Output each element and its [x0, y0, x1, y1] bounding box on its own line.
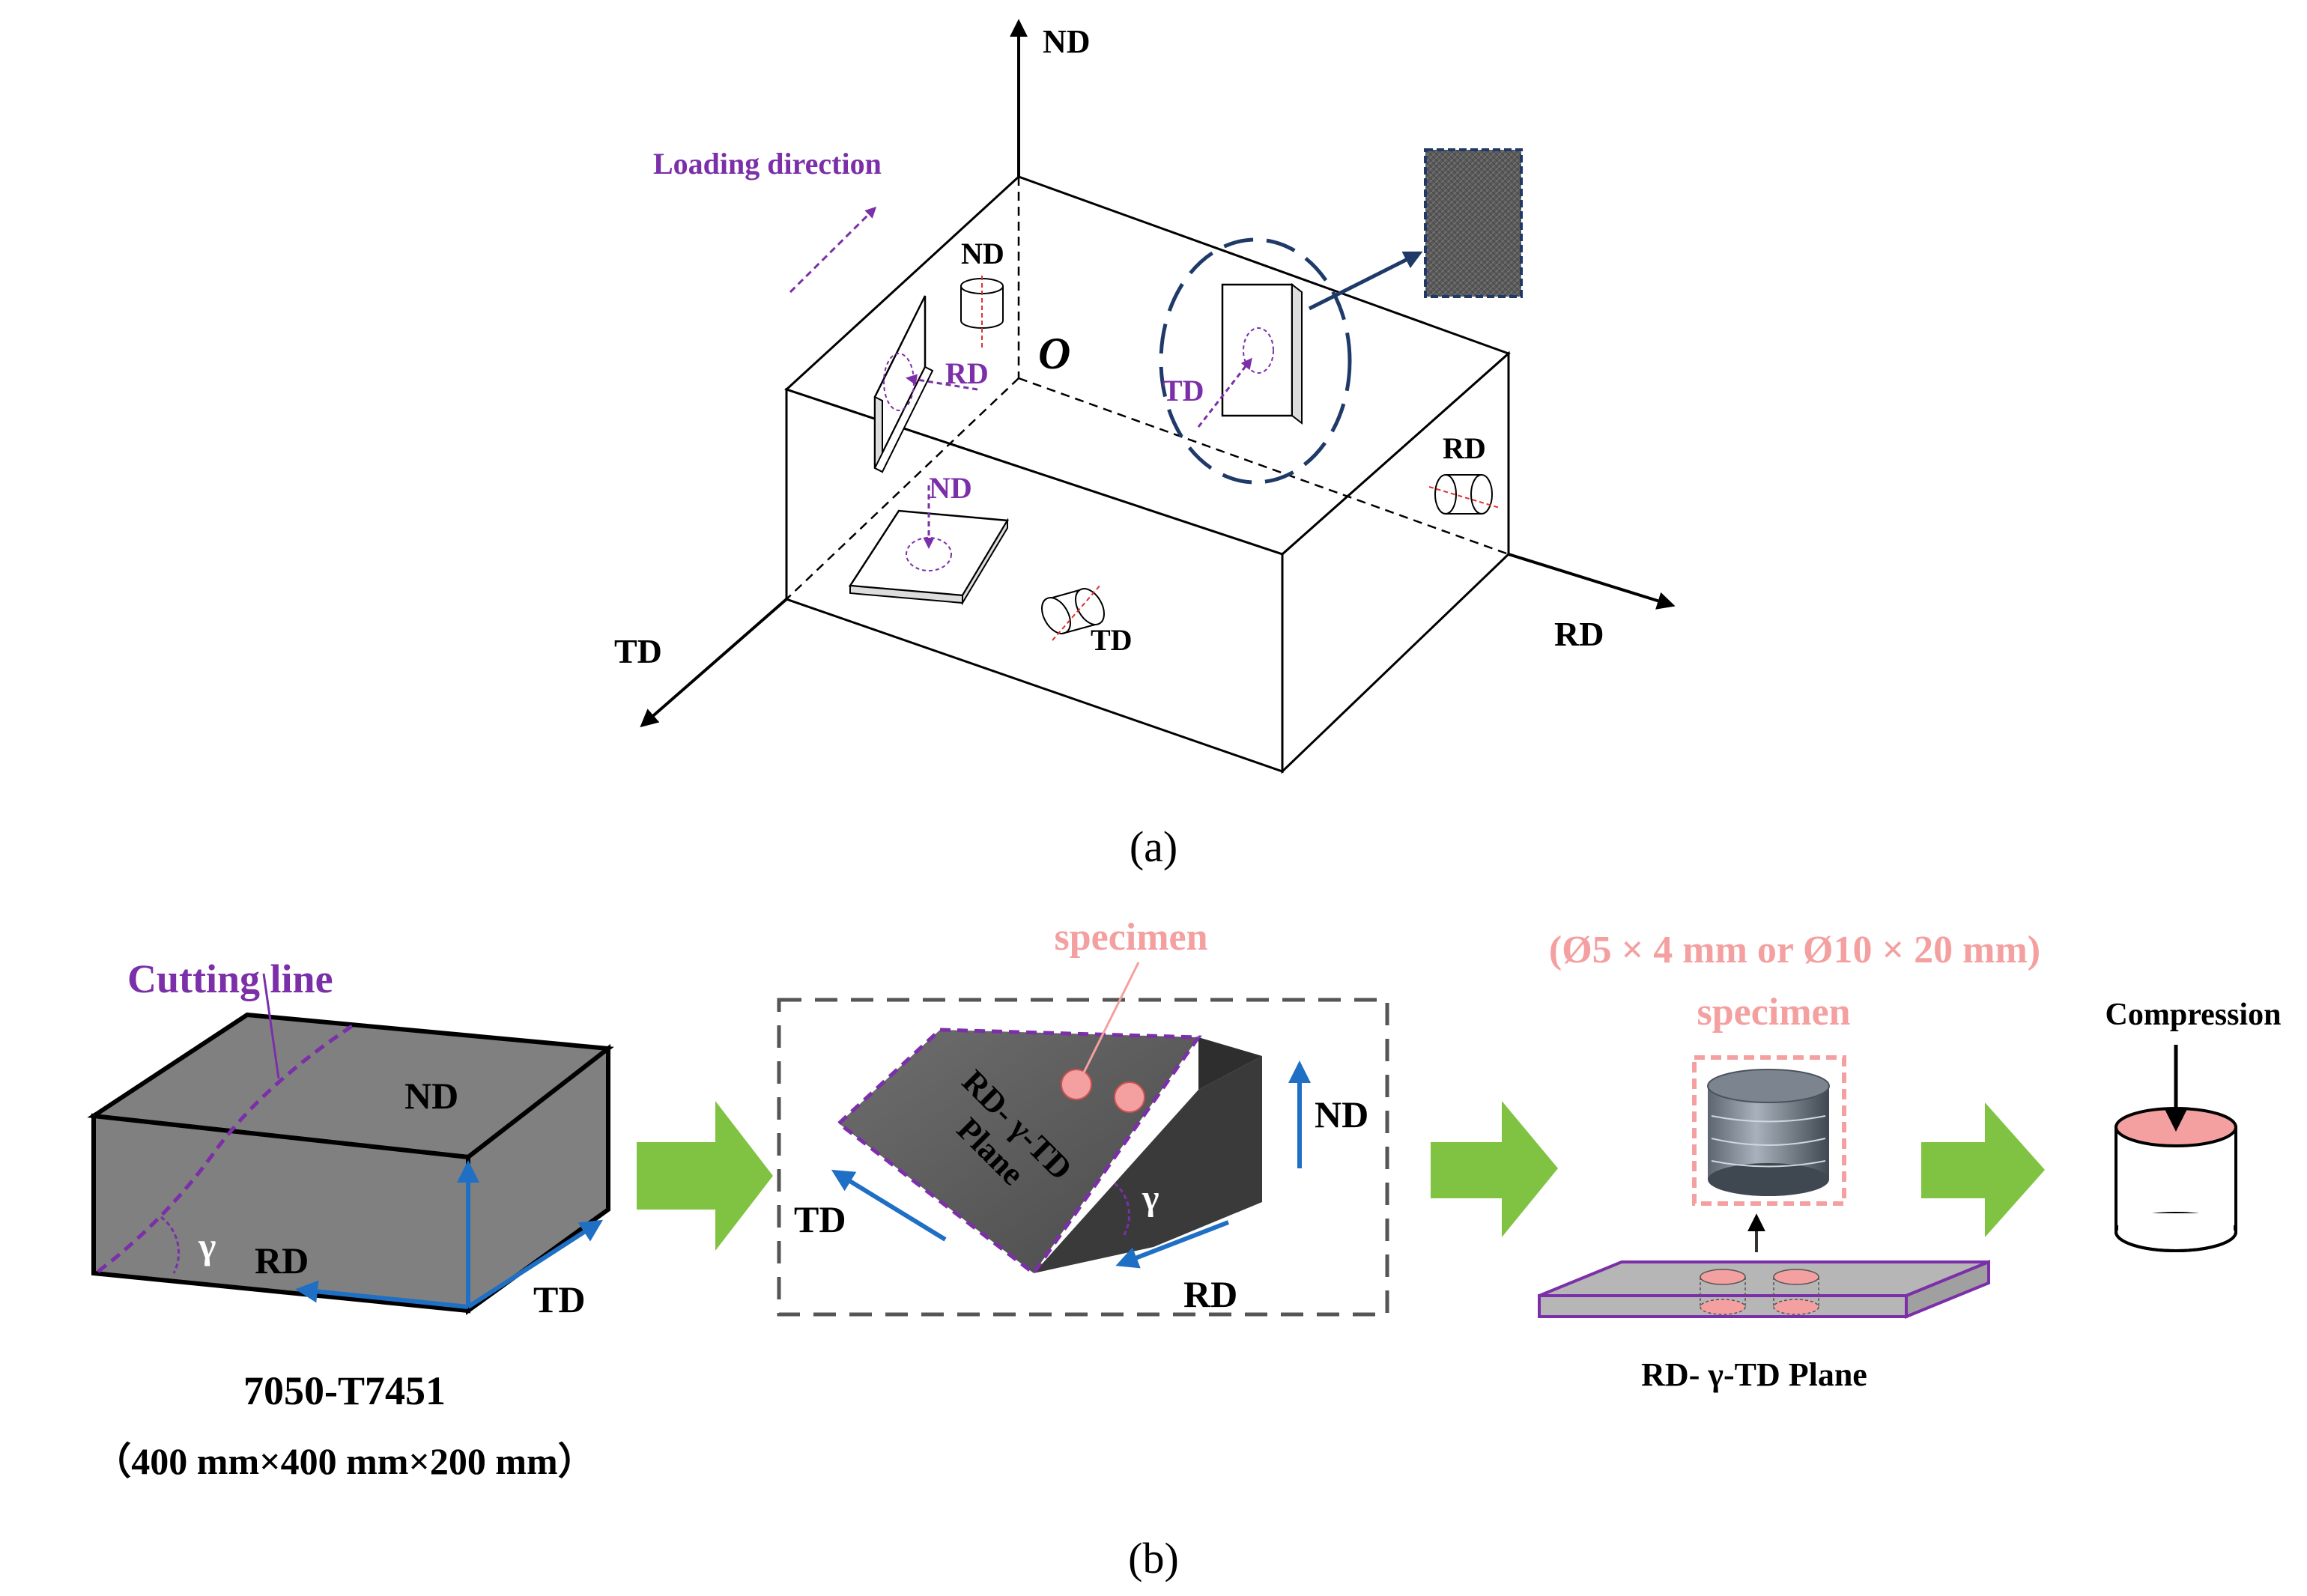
- loading-direction-arrow: [789, 206, 877, 294]
- specimen-plate: [1538, 1260, 1990, 1319]
- nd-axis-label: ND: [1043, 23, 1091, 60]
- plate-label: RD- γ-TD Plane: [1641, 1356, 1867, 1393]
- specimen-dims-label: (Ø5 × 4 mm or Ø10 × 20 mm): [1549, 929, 2040, 971]
- wedge-inclined-plane: [839, 1030, 1198, 1273]
- plane-dashed-outline: [836, 1028, 1202, 1276]
- process-arrow-1: [637, 1101, 773, 1251]
- process-arrow-3: [1921, 1102, 2045, 1237]
- wedge-rd-arrow: [1115, 1220, 1230, 1269]
- nd-cylinder: [960, 276, 1004, 348]
- block-td-arrow: [467, 1219, 604, 1309]
- block-rd-arrow: [295, 1280, 469, 1309]
- hidden-edge-rd: [1018, 377, 1509, 556]
- gamma-block: γ: [198, 1225, 216, 1266]
- caption-a: (a): [1130, 822, 1177, 871]
- td-axis-label: TD: [614, 632, 662, 670]
- wedge-nd-label: ND: [1315, 1093, 1368, 1135]
- gamma-arc-block: [160, 1216, 181, 1274]
- specimen-dot-1: [1061, 1069, 1092, 1100]
- specimen-label-right: specimen: [1697, 991, 1850, 1034]
- block-nd-label: ND: [404, 1075, 458, 1117]
- specimen-pointer: [1082, 962, 1140, 1073]
- wedge-side-face: [1034, 1056, 1262, 1273]
- gamma-wedge: γ: [1142, 1178, 1159, 1218]
- rd-plate-left: [873, 295, 978, 473]
- nd-plate-label: ND: [929, 471, 972, 505]
- rd-axis-label: RD: [1554, 615, 1604, 653]
- specimen-label-top: specimen: [1054, 916, 1207, 959]
- caption-b: (b): [1128, 1534, 1179, 1583]
- alloy-label: 7050-T7451: [243, 1368, 446, 1413]
- panel-a: ND TD RD O Loading direction ND RD: [614, 19, 1676, 871]
- wedge-td-arrow: [831, 1169, 947, 1242]
- rd-plate-label: RD: [945, 356, 989, 390]
- hidden-edge-td: [786, 377, 1019, 600]
- compression-label: Compression: [2106, 998, 2282, 1032]
- block-rd-label: RD: [255, 1240, 309, 1281]
- wedge-td-label: TD: [794, 1198, 846, 1240]
- texture-sample-image: [1424, 148, 1523, 298]
- process-arrow-2: [1431, 1101, 1558, 1237]
- nd-cylinder-label: ND: [961, 237, 1004, 270]
- td-plate-label: TD: [1162, 374, 1204, 407]
- td-plate-right: [1197, 282, 1303, 428]
- compression-cylinder: [2115, 1107, 2237, 1252]
- td-cylinder: [1041, 583, 1105, 641]
- specimen-photo: [1707, 1069, 1830, 1196]
- cutting-line-pointer: [262, 973, 280, 1079]
- zoom-arrow: [1308, 251, 1423, 311]
- td-cylinder-label: TD: [1091, 623, 1133, 657]
- specimen-dot-2: [1114, 1081, 1145, 1113]
- highlight-circle: [1159, 237, 1352, 485]
- block-td-label: TD: [533, 1278, 585, 1320]
- rd-cylinder-label: RD: [1443, 431, 1486, 465]
- rd-cylinder: [1428, 474, 1500, 515]
- rd-axis-arrow: [1508, 553, 1676, 610]
- wedge-rd-label: RD: [1183, 1273, 1237, 1315]
- wedge-top-edge: [1198, 1037, 1262, 1090]
- loading-direction-label: Loading direction: [653, 147, 882, 180]
- panel-b: Cutting line γ ND RD TD 7050-T7451 （400 …: [87, 916, 2282, 1583]
- nd-plate-bottom: [848, 485, 1010, 606]
- td-axis-arrow: [640, 598, 788, 728]
- cutting-line-label: Cutting line: [127, 956, 333, 1001]
- wedge-frame: [777, 998, 1389, 1317]
- alloy-dims-label: （400 mm×400 mm×200 mm）: [94, 1440, 595, 1482]
- origin-label: O: [1038, 329, 1070, 378]
